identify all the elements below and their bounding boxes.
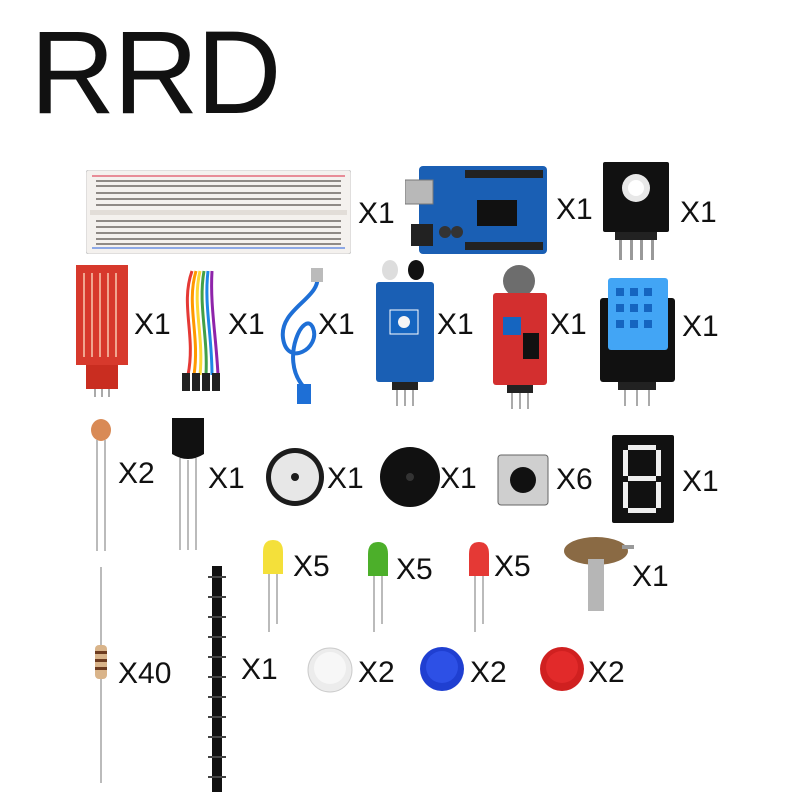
ir-obstacle-sensor (376, 256, 434, 406)
qty-label: X2 (358, 656, 395, 689)
temperature-sensor (168, 414, 208, 552)
qty-label: X1 (550, 308, 587, 341)
qty-label: X1 (437, 308, 474, 341)
qty-label: X5 (494, 550, 531, 583)
potentiometer (560, 535, 636, 613)
qty-label: X1 (440, 462, 477, 495)
qty-label: X1 (241, 653, 278, 686)
active-buzzer (264, 446, 326, 508)
qty-label: X1 (358, 197, 395, 230)
qty-label: X6 (556, 463, 593, 496)
qty-label: X1 (327, 462, 364, 495)
jumper-wires (170, 265, 230, 405)
breadboard (86, 170, 351, 254)
water-level-sensor (72, 265, 132, 397)
seven-segment (612, 435, 674, 523)
white-cap (306, 646, 354, 694)
qty-label: X40 (118, 657, 172, 690)
rgb-led-module (603, 162, 669, 262)
photoresistor (86, 418, 116, 553)
brand-title: RRD (30, 7, 282, 139)
qty-label: X1 (682, 465, 719, 498)
usb-cable (273, 268, 329, 408)
uno-board (405, 162, 550, 257)
dht11-module (600, 278, 675, 408)
tact-switch (496, 453, 550, 507)
qty-label: X2 (470, 656, 507, 689)
qty-label: X1 (318, 308, 355, 341)
passive-buzzer (378, 445, 442, 509)
blue-cap (418, 645, 466, 693)
qty-label: X2 (118, 457, 155, 490)
yellow-led (260, 538, 286, 634)
pin-header (206, 566, 230, 792)
qty-label: X1 (208, 462, 245, 495)
qty-label: X5 (396, 553, 433, 586)
qty-label: X1 (632, 560, 669, 593)
qty-label: X5 (293, 550, 330, 583)
qty-label: X1 (680, 196, 717, 229)
red-cap (538, 645, 586, 693)
red-led (466, 540, 492, 634)
resistor (86, 565, 116, 785)
qty-label: X1 (682, 310, 719, 343)
sound-sensor (493, 263, 547, 411)
qty-label: X2 (588, 656, 625, 689)
qty-label: X1 (556, 193, 593, 226)
qty-label: X1 (134, 308, 171, 341)
qty-label: X1 (228, 308, 265, 341)
green-led (365, 540, 391, 634)
